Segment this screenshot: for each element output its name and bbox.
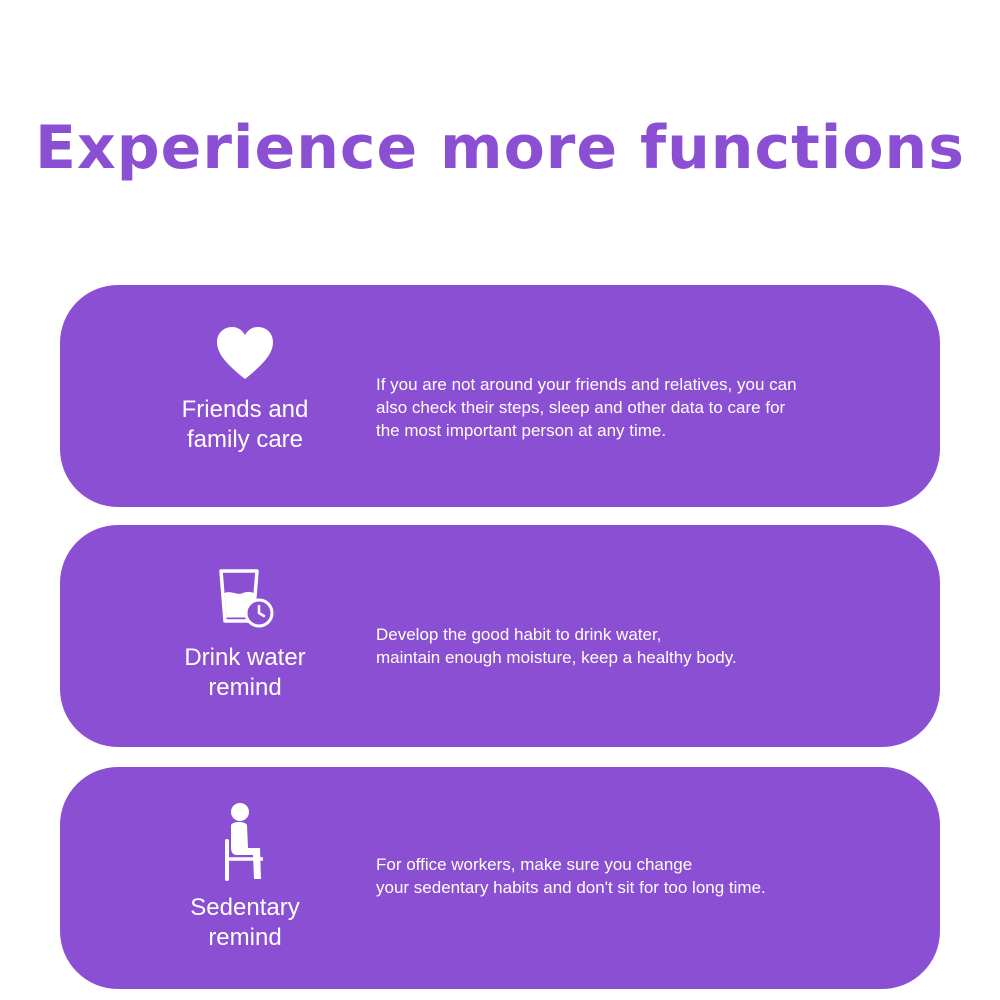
feature-description: For office workers, make sure you change… (376, 855, 766, 897)
heart-icon (165, 325, 325, 381)
feature-title: Drink water remind (184, 644, 306, 701)
feature-title: Friends and family care (181, 396, 309, 453)
water-glass-clock-icon (165, 567, 325, 629)
feature-card-friends-family-care: Friends and family care If you are not a… (60, 285, 940, 507)
page-title: Experience more functions (35, 113, 965, 183)
feature-card-drink-water-remind: Drink water remind Develop the good habi… (60, 525, 940, 747)
feature-title: Sedentary remind (190, 894, 300, 951)
sitting-person-icon (165, 801, 325, 881)
feature-card-sedentary-remind: Sedentary remind For office workers, mak… (60, 767, 940, 989)
feature-description: If you are not around your friends and r… (376, 375, 797, 440)
feature-description: Develop the good habit to drink water, m… (376, 625, 737, 667)
